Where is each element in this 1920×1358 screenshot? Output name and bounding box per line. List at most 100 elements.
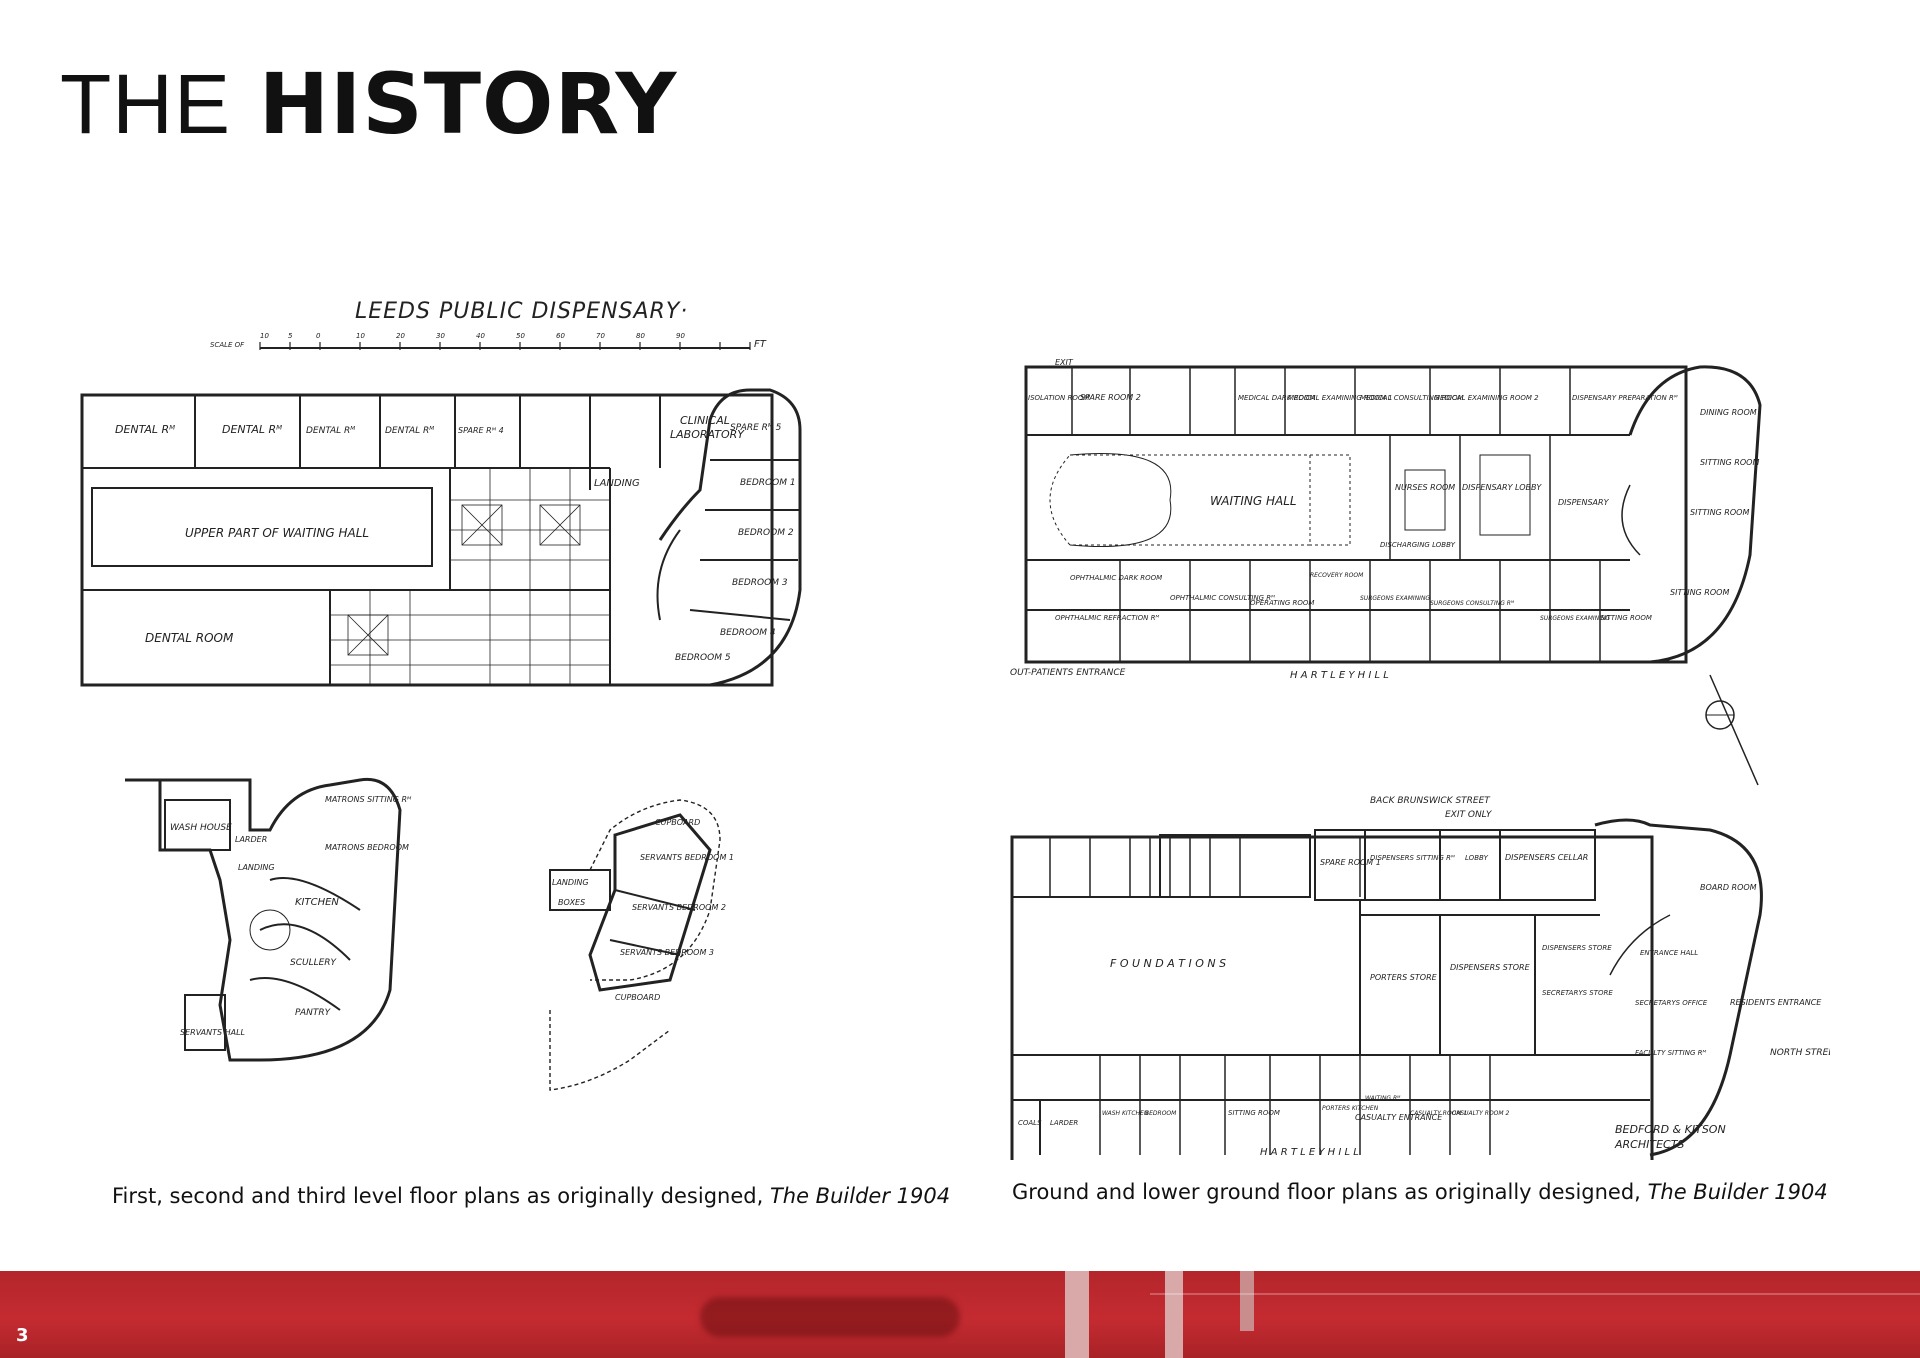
scale-tick: 80 xyxy=(636,332,645,340)
room-label: NURSES ROOM xyxy=(1395,483,1455,492)
title-light: THE xyxy=(60,57,231,151)
room-label: DISPENSARY LOBBY xyxy=(1462,483,1542,492)
room-label: DISPENSERS SITTING Rᴹ xyxy=(1370,854,1455,862)
room-label: EXIT ONLY xyxy=(1445,810,1493,820)
room-label: SPARE Rᴹ 5 xyxy=(730,423,782,433)
room-label: PANTRY xyxy=(295,1008,332,1018)
room-label: SERVANTS BEDROOM 2 xyxy=(632,903,726,912)
right-caption: Ground and lower ground floor plans as o… xyxy=(1012,1180,1828,1204)
page-title: THE HISTORY xyxy=(60,62,677,146)
room-label: BOXES xyxy=(558,898,585,907)
room-label: CUPBOARD xyxy=(615,993,660,1002)
room-label: UPPER PART OF WAITING HALL xyxy=(185,526,369,540)
room-label: SURGEONS EXAMINING xyxy=(1540,615,1610,622)
room-label: DINING ROOM xyxy=(1700,408,1757,417)
room-label: CASUALTY ROOM 2 xyxy=(1452,1110,1509,1117)
room-label: BEDROOM 1 xyxy=(740,478,796,488)
right-caption-text: Ground and lower ground floor plans as o… xyxy=(1012,1180,1641,1204)
footer-shadow xyxy=(700,1297,960,1337)
scale-tick: 30 xyxy=(436,332,445,340)
architects-label: BEDFORD & KITSON xyxy=(1615,1123,1726,1136)
room-label: RECOVERY ROOM xyxy=(1310,572,1364,579)
ground-floor-plans-drawing: EXIT ISOLATION ROOM SPARE ROOM 2 MEDICAL… xyxy=(1010,358,1830,1160)
scale-tick: 10 xyxy=(356,332,365,340)
room-label: MATRONS SITTING Rᴹ xyxy=(325,795,412,804)
room-label: DENTAL Rᴹ xyxy=(385,426,434,436)
room-label: MATRONS BEDROOM xyxy=(325,843,409,852)
room-label: SERVANTS HALL xyxy=(180,1028,245,1037)
room-label: DISPENSERS STORE xyxy=(1450,963,1531,972)
room-label: LANDING xyxy=(238,863,275,872)
room-label: SERVANTS BEDROOM 3 xyxy=(620,948,714,957)
room-label: BEDROOM 3 xyxy=(732,578,788,588)
plan-title: LEEDS PUBLIC DISPENSARY· xyxy=(355,299,688,324)
title-bold: HISTORY xyxy=(258,55,678,153)
room-label: CASUALTY ENTRANCE xyxy=(1355,1113,1443,1122)
room-label: CUPBOARD xyxy=(655,818,700,827)
scale-tick: 60 xyxy=(556,332,565,340)
room-label: WAITING HALL xyxy=(1210,494,1297,508)
room-label: BEDROOM 2 xyxy=(738,528,794,538)
scale-tick: 90 xyxy=(676,332,685,340)
room-label: FACULTY SITTING Rᴹ xyxy=(1635,1049,1706,1057)
street-label: H A R T L E Y H I L L xyxy=(1260,1147,1359,1158)
room-label: KITCHEN xyxy=(295,897,339,908)
room-label: SPARE ROOM 1 xyxy=(1320,858,1381,867)
room-label: SERVANTS BEDROOM 1 xyxy=(640,853,734,862)
architects-label: ARCHITECTS xyxy=(1614,1138,1684,1151)
scale-tick: 20 xyxy=(396,332,405,340)
room-label: DISPENSERS CELLAR xyxy=(1505,853,1588,862)
room-label: MEDICAL EXAMINING ROOM 2 xyxy=(1434,394,1539,402)
scale-tick: 0 xyxy=(316,332,321,340)
room-label: DISPENSARY PREPARATION Rᴹ xyxy=(1572,394,1678,402)
room-label: DISPENSARY xyxy=(1558,498,1610,507)
room-label: MEDICAL CONSULTING ROOM xyxy=(1360,394,1464,402)
room-label: DENTAL Rᴹ xyxy=(306,426,355,436)
room-label: DENTAL Rᴹ xyxy=(115,423,175,436)
room-label: LARDER xyxy=(1050,1119,1078,1127)
room-label: SURGEONS EXAMINING xyxy=(1360,595,1430,602)
room-label: BEDROOM xyxy=(1145,1110,1177,1117)
scale-tick: 50 xyxy=(516,332,525,340)
room-label: DISPENSERS STORE xyxy=(1542,944,1612,952)
room-label: LOBBY xyxy=(1465,854,1489,862)
room-label: ISOLATION ROOM xyxy=(1028,394,1089,402)
room-label: F O U N D A T I O N S xyxy=(1110,957,1226,970)
room-label: EXIT xyxy=(1055,358,1074,367)
street-label: BACK BRUNSWICK STREET xyxy=(1370,796,1491,806)
room-label: SITTING ROOM xyxy=(1228,1109,1280,1117)
room-label: MEDICAL DARK ROOM xyxy=(1238,394,1316,402)
room-label: MEDICAL EXAMINING ROOM 1 xyxy=(1288,394,1393,402)
room-label: SITTING ROOM xyxy=(1700,458,1759,467)
room-label: DISCHARGING LOBBY xyxy=(1380,541,1456,549)
room-label: ENTRANCE HALL xyxy=(1640,949,1698,957)
room-label: SITTING ROOM xyxy=(1600,614,1652,622)
room-label: SPARE ROOM 2 xyxy=(1080,393,1141,402)
left-caption: First, second and third level floor plan… xyxy=(112,1184,950,1208)
room-label: BEDROOM 5 xyxy=(675,653,731,663)
room-label: PORTERS STORE xyxy=(1370,973,1438,982)
right-caption-source: The Builder 1904 xyxy=(1647,1180,1828,1204)
scale-unit: FT xyxy=(754,339,767,350)
scale-tick: 40 xyxy=(476,332,485,340)
room-label: OPHTHALMIC REFRACTION Rᴹ xyxy=(1055,614,1159,622)
room-label: COALS xyxy=(1018,1119,1042,1127)
room-label: RESIDENTS ENTRANCE xyxy=(1730,998,1822,1007)
upper-floor-plans: LEEDS PUBLIC DISPENSARY· SCALE OF FT 10 … xyxy=(70,290,950,1120)
room-label: DENTAL Rᴹ xyxy=(222,423,282,436)
room-label: OUT-PATIENTS ENTRANCE xyxy=(1010,668,1126,678)
footer-pole xyxy=(1240,1271,1254,1331)
scale-label: SCALE OF xyxy=(210,341,245,349)
street-label: NORTH STREET xyxy=(1770,1048,1830,1058)
room-label: LARDER xyxy=(235,835,267,844)
room-label: SECRETARYS STORE xyxy=(1542,989,1613,997)
room-label: DENTAL ROOM xyxy=(145,631,234,645)
street-label: H A R T L E Y H I L L xyxy=(1290,670,1389,681)
ground-floor-plans: EXIT ISOLATION ROOM SPARE ROOM 2 MEDICAL… xyxy=(1010,355,1830,1160)
left-caption-source: The Builder 1904 xyxy=(769,1184,951,1208)
room-label: OPHTHALMIC CONSULTING Rᴹ xyxy=(1170,594,1275,602)
room-label: BOARD ROOM xyxy=(1700,883,1757,892)
footer-photo-band xyxy=(0,1271,1920,1358)
footer-line xyxy=(1150,1293,1920,1295)
room-label: SPARE Rᴹ 4 xyxy=(458,426,504,435)
